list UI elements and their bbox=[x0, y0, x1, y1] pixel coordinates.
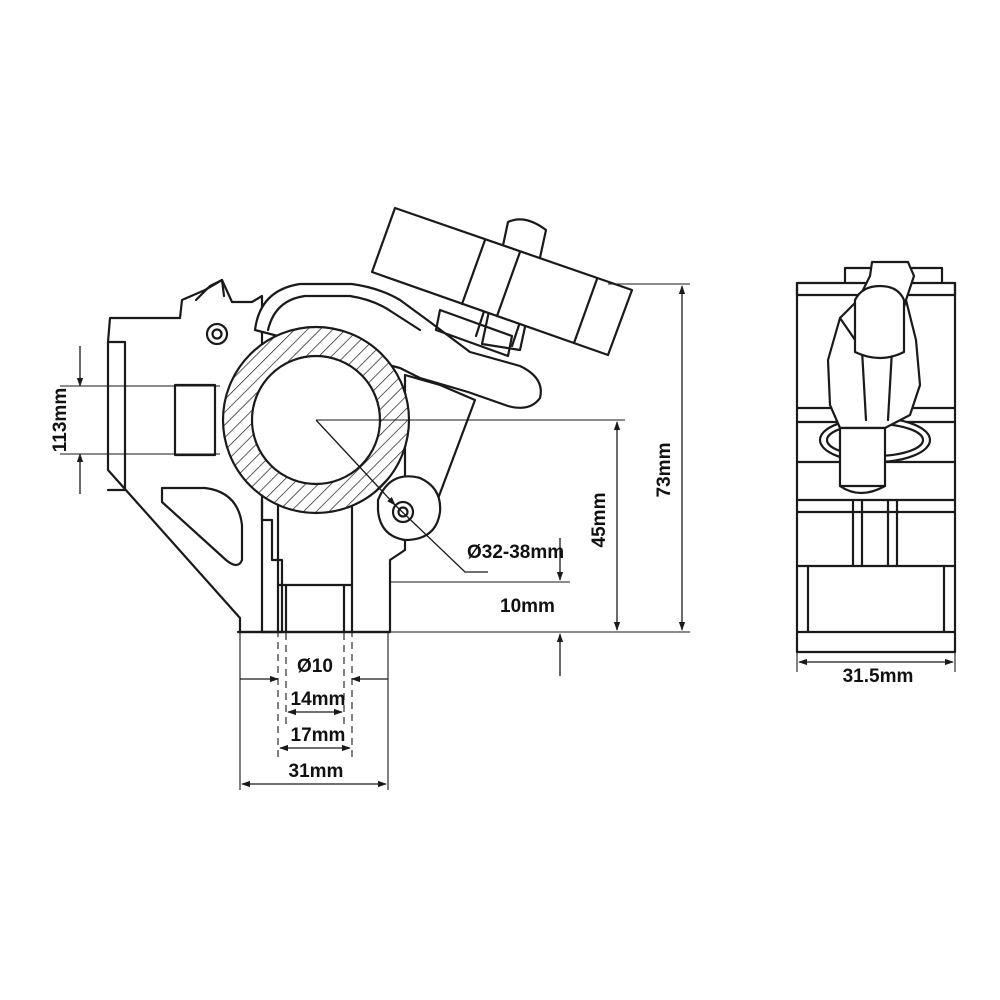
dim-tube-leader bbox=[315, 419, 396, 506]
side-body-outline bbox=[795, 281, 957, 654]
label-113mm: 113mm bbox=[50, 388, 71, 452]
side-lower-cap bbox=[838, 484, 887, 495]
dim-tube-leader-tail bbox=[394, 504, 488, 573]
bolt-shaft-inner bbox=[276, 583, 354, 634]
side-knob-shaft bbox=[853, 284, 906, 360]
latch-tab bbox=[194, 278, 226, 302]
knob-body bbox=[370, 206, 634, 357]
bracket-cutout bbox=[160, 486, 244, 567]
knob-facets bbox=[460, 238, 599, 345]
side-stem bbox=[851, 498, 899, 568]
label-45mm: 45mm bbox=[589, 493, 610, 548]
pivot-pin-center bbox=[397, 506, 409, 518]
side-lower-block bbox=[838, 426, 887, 488]
dimension-labels: 113mm 73mm 45mm Ø32-38mm 10mm Ø10 14mm 1… bbox=[50, 388, 913, 782]
upper-arm-inner-edge bbox=[266, 294, 422, 332]
label-14mm: 14mm bbox=[291, 689, 346, 710]
stem-housing bbox=[260, 498, 407, 634]
pivot-pin bbox=[391, 500, 415, 524]
label-10mm: 10mm bbox=[500, 596, 555, 617]
rivet bbox=[205, 322, 229, 346]
label-73mm: 73mm bbox=[654, 443, 675, 498]
label-31mm: 31mm bbox=[289, 761, 344, 782]
pivot-boss bbox=[376, 475, 442, 542]
label-bolt-diameter: Ø10 bbox=[297, 656, 333, 677]
upper-clamp-arm bbox=[253, 282, 542, 409]
front-view bbox=[60, 206, 690, 790]
label-17mm: 17mm bbox=[291, 725, 346, 746]
side-top-tabs bbox=[843, 266, 944, 285]
bolt-shaft bbox=[276, 498, 354, 634]
knob-base bbox=[434, 308, 514, 358]
side-view bbox=[795, 260, 957, 672]
label-side-width: 31.5mm bbox=[843, 666, 914, 687]
bolt-housing bbox=[173, 383, 217, 457]
label-tube-diameter: Ø32-38mm bbox=[467, 542, 564, 563]
rivet-center bbox=[211, 328, 223, 340]
bracket-step bbox=[106, 340, 127, 492]
